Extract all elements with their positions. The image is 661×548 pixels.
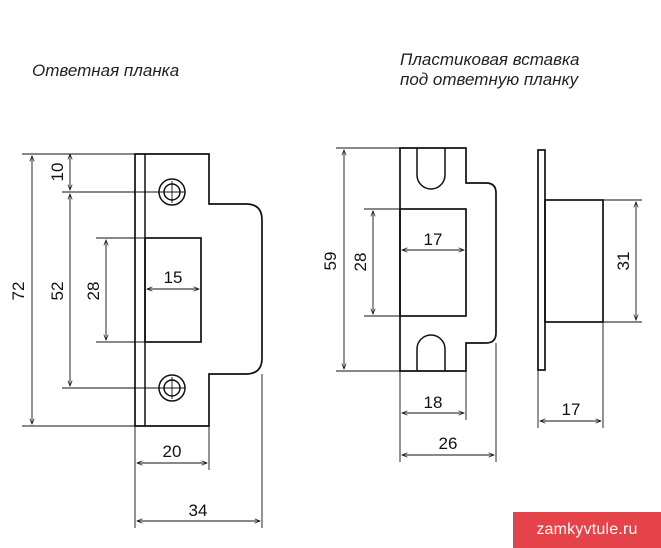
dim-slot-height: 28	[84, 282, 103, 301]
dim-slot-width: 15	[164, 268, 183, 287]
strike-plate-caption: Ответная планка	[32, 61, 180, 80]
strike-plate-outline	[134, 153, 263, 427]
dim-insert-slot-height: 28	[351, 253, 370, 272]
dim-insert-width-total: 26	[439, 434, 458, 453]
insert-bottom-notch	[416, 334, 446, 371]
strike-plate-dimension-lines	[22, 153, 263, 528]
dim-insert-slot-width: 17	[424, 230, 443, 249]
strike-plate	[134, 153, 263, 427]
site-watermark: zamkyvtule.ru	[513, 512, 661, 548]
strike-plate-slot	[144, 237, 202, 343]
dim-plate-width: 34	[189, 501, 208, 520]
plastic-insert-caption-line2: под ответную планку	[400, 70, 579, 89]
dim-plate-height: 72	[9, 282, 28, 301]
dim-insert-height: 59	[321, 252, 340, 271]
insert-side-body	[544, 199, 604, 323]
dim-holes-spacing: 52	[48, 282, 67, 301]
dim-top-hole-offset: 10	[48, 163, 67, 182]
insert-dimension-lines	[336, 147, 642, 462]
plastic-insert-outline	[399, 147, 497, 372]
dim-insert-width-inner: 18	[424, 393, 443, 412]
insert-slot	[399, 208, 467, 317]
plastic-insert-side	[537, 149, 604, 371]
dim-flange-width: 20	[163, 442, 182, 461]
insert-side-flange	[537, 149, 546, 371]
plastic-insert-caption-line1: Пластиковая вставка	[400, 50, 580, 69]
insert-top-notch	[416, 148, 446, 190]
plastic-insert-front	[399, 147, 497, 372]
dim-side-height: 31	[614, 252, 633, 271]
dim-side-depth: 17	[562, 400, 581, 419]
